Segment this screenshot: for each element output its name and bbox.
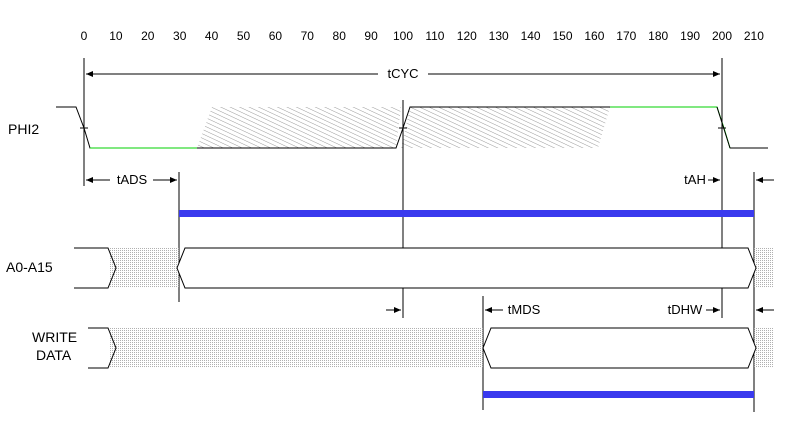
- write-data-previous-bus: [88, 327, 117, 369]
- phi2-hatch-first: [197, 107, 401, 148]
- time-tick-label: 30: [173, 29, 187, 43]
- time-tick-label: 170: [616, 29, 636, 43]
- time-tick-label: 210: [744, 29, 764, 43]
- time-tick-label: 110: [425, 29, 444, 43]
- time-tick-label: 80: [333, 29, 347, 43]
- time-tick-label: 10: [109, 29, 123, 43]
- time-tick-label: 90: [364, 29, 378, 43]
- write-data-invalid-tail: [754, 328, 774, 368]
- phi2-hatch-second: [401, 107, 610, 148]
- address-previous-bus: [74, 247, 117, 289]
- time-tick-label: 200: [712, 29, 732, 43]
- tcyc-label: tCYC: [387, 66, 418, 81]
- tah-label: tAH: [684, 172, 706, 187]
- phi2-falling-edge: [56, 106, 197, 149]
- time-tick-label: 60: [269, 29, 283, 43]
- tmds-label: tMDS: [508, 302, 541, 317]
- time-tick-label: 50: [237, 29, 251, 43]
- address-valid-bus: [176, 247, 757, 289]
- time-tick-label: 120: [457, 29, 477, 43]
- time-tick-label: 20: [141, 29, 155, 43]
- time-tick-label: 0: [81, 29, 88, 43]
- time-tick-label: 70: [301, 29, 315, 43]
- address-invalid-tail: [754, 248, 774, 288]
- write-data-label-line2: DATA: [36, 347, 72, 363]
- phi2-label: PHI2: [8, 121, 39, 137]
- write-data-invalid-region: [110, 328, 483, 368]
- write-data-label-line1: WRITE: [32, 329, 77, 345]
- time-tick-label: 130: [489, 29, 509, 43]
- address-invalid-region: [110, 248, 179, 288]
- tads-label: tADS: [117, 172, 148, 187]
- tdhw-label: tDHW: [668, 302, 703, 317]
- time-tick-label: 160: [584, 29, 604, 43]
- time-tick-label: 40: [205, 29, 219, 43]
- address-valid-bar: [179, 210, 754, 217]
- write-data-valid-bus: [482, 327, 757, 369]
- time-tick-label: 100: [393, 29, 413, 43]
- time-tick-label: 140: [521, 29, 541, 43]
- time-tick-label: 190: [680, 29, 700, 43]
- time-axis-labels: 0 10 20 30 40 50 60 70 80 90 100 110 120 130 140 150 160…: [81, 29, 765, 43]
- time-tick-label: 150: [552, 29, 572, 43]
- phi2-high-segment: [610, 106, 768, 149]
- address-label: A0-A15: [6, 259, 53, 275]
- write-data-valid-bar: [483, 391, 754, 398]
- time-tick-label: 180: [648, 29, 668, 43]
